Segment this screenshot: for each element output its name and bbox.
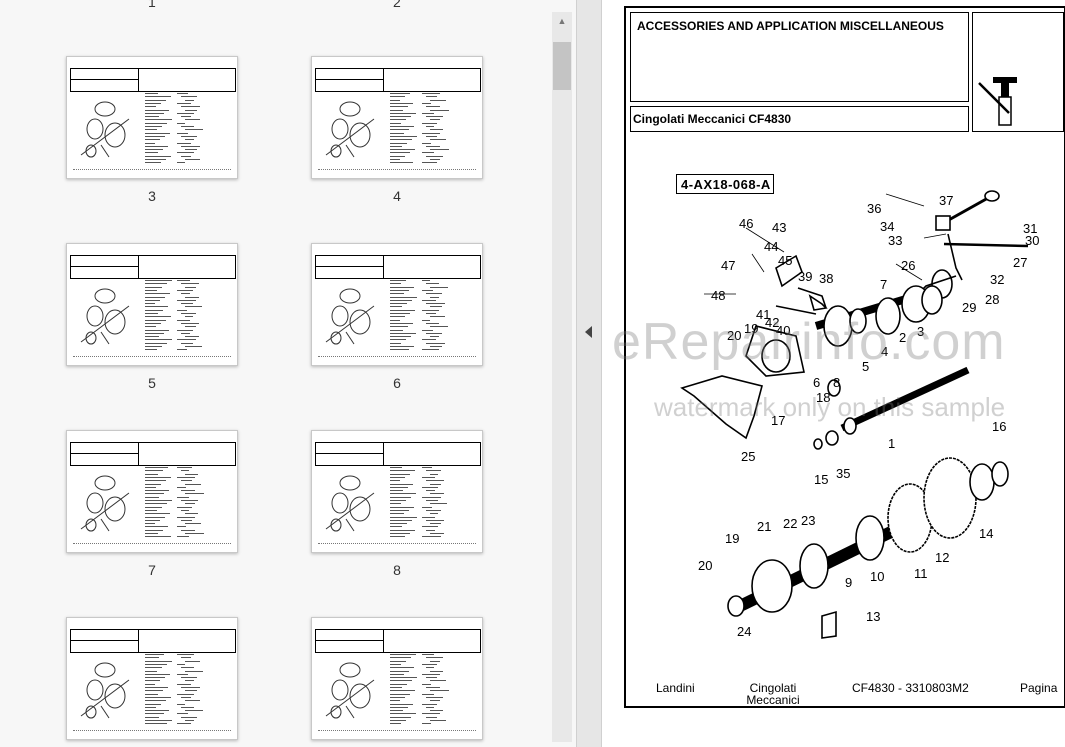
- partial-page-label-1: 1: [148, 0, 156, 10]
- page-thumbnail[interactable]: 7: [66, 430, 238, 578]
- callout-47: 47: [721, 258, 736, 273]
- callout-40: 40: [776, 323, 791, 338]
- thumbnail-image[interactable]: [66, 243, 238, 366]
- callout-39: 39: [798, 269, 813, 284]
- page-thumbnail[interactable]: 3: [66, 56, 238, 204]
- callout-16: 16: [992, 419, 1007, 434]
- callout-33: 33: [888, 233, 903, 248]
- shift-lever-icon: [978, 77, 1017, 126]
- footer-category-line2: Meccanici: [746, 693, 800, 707]
- document-page: ACCESSORIES AND APPLICATION MISCELLANEOU…: [624, 6, 1065, 708]
- footer-category-line1: Cingolati: [749, 681, 797, 695]
- thumbnail-image[interactable]: [311, 430, 483, 553]
- callout-36: 36: [867, 201, 882, 216]
- callout-38: 38: [819, 271, 834, 286]
- callout-5: 5: [862, 359, 870, 374]
- thumbnail-image[interactable]: [311, 243, 483, 366]
- callout-29: 29: [962, 300, 977, 315]
- thumbnail-pane: 1 2 3 4 5 6 7 8 9 10 ▲: [66, 0, 572, 747]
- subtitle: Cingolati Meccanici CF4830: [633, 112, 792, 126]
- callout-18: 18: [816, 390, 831, 405]
- callout-8: 8: [833, 375, 841, 390]
- callout-44: 44: [764, 239, 779, 254]
- footer-brand: Landini: [656, 681, 695, 695]
- callout-28: 28: [985, 292, 1000, 307]
- header-title: ACCESSORIES AND APPLICATION MISCELLANEOU…: [637, 19, 944, 33]
- callout-24: 24: [737, 624, 752, 639]
- callout-23: 23: [801, 513, 816, 528]
- callout-7: 7: [880, 277, 888, 292]
- partial-page-label-2: 2: [393, 0, 401, 10]
- header-title-box: ACCESSORIES AND APPLICATION MISCELLANEOU…: [630, 12, 969, 102]
- thumbnail-image[interactable]: [311, 56, 483, 179]
- callout-48: 48: [711, 288, 726, 303]
- callout-10: 10: [870, 569, 885, 584]
- callout-12: 12: [935, 550, 950, 565]
- category-icon-box: [972, 12, 1064, 132]
- thumbnail-image[interactable]: [66, 430, 238, 553]
- document-view: ACCESSORIES AND APPLICATION MISCELLANEOU…: [602, 0, 1065, 747]
- collapse-left-arrow-icon[interactable]: [585, 326, 592, 338]
- callout-22: 22: [783, 516, 798, 531]
- callout-19b: 19: [725, 531, 740, 546]
- callout-19: 19: [744, 321, 759, 336]
- callout-42: 42: [765, 315, 780, 330]
- thumbnail-page-number: 7: [148, 562, 156, 578]
- callout-6: 6: [813, 375, 821, 390]
- callout-32: 32: [990, 272, 1005, 287]
- watermark-subtext: watermark only on this sample: [654, 392, 1006, 422]
- footer-page-label: Pagina: [1020, 681, 1058, 695]
- callout-41: 41: [756, 307, 771, 322]
- callout-2: 2: [899, 330, 907, 345]
- callout-43: 43: [772, 220, 787, 235]
- scrollbar-thumb[interactable]: [553, 42, 571, 90]
- callout-3: 3: [917, 324, 925, 339]
- callout-20: 20: [727, 328, 742, 343]
- diagram-reference-box: 4-AX18-068-A: [676, 174, 774, 194]
- thumbnail-image[interactable]: [311, 617, 483, 740]
- callout-13: 13: [866, 609, 881, 624]
- callout-21: 21: [757, 519, 772, 534]
- callout-46: 46: [739, 216, 754, 231]
- footer-model: CF4830 - 3310803M2: [852, 681, 969, 695]
- thumbnail-page-number: 8: [393, 562, 401, 578]
- page-thumbnail[interactable]: 9: [66, 617, 238, 747]
- subtitle-box: Cingolati Meccanici CF4830: [630, 106, 969, 132]
- page-thumbnail[interactable]: 4: [311, 56, 483, 204]
- watermark: eRepairinfo.com: [612, 313, 1006, 371]
- thumbnail-scrollbar[interactable]: ▲: [552, 12, 572, 742]
- callout-4: 4: [881, 344, 889, 359]
- callout-37: 37: [939, 193, 954, 208]
- thumbnail-image[interactable]: [66, 617, 238, 740]
- callout-25: 25: [741, 449, 756, 464]
- thumbnail-page-number: 4: [393, 188, 401, 204]
- pane-splitter[interactable]: [576, 0, 602, 747]
- callout-14: 14: [979, 526, 994, 541]
- exploded-parts-drawing: [680, 190, 1029, 639]
- page-thumbnail[interactable]: 5: [66, 243, 238, 391]
- thumbnail-page-number: 5: [148, 375, 156, 391]
- callout-30: 30: [1025, 233, 1040, 248]
- thumbnail-page-number: 3: [148, 188, 156, 204]
- callout-15: 15: [814, 472, 829, 487]
- callout-45: 45: [778, 253, 793, 268]
- thumbnail-page-number: 6: [393, 375, 401, 391]
- callout-35: 35: [836, 466, 851, 481]
- page-thumbnail[interactable]: 8: [311, 430, 483, 578]
- callout-17: 17: [771, 413, 786, 428]
- callout-20b: 20: [698, 558, 713, 573]
- callout-11: 11: [914, 566, 928, 581]
- diagram-reference: 4-AX18-068-A: [681, 177, 771, 192]
- callout-31: 31: [1023, 221, 1038, 236]
- callout-1: 1: [888, 436, 896, 451]
- thumbnail-image[interactable]: [66, 56, 238, 179]
- callout-9: 9: [845, 575, 853, 590]
- scroll-up-arrow-icon[interactable]: ▲: [557, 16, 567, 26]
- page-thumbnail[interactable]: 6: [311, 243, 483, 391]
- callout-26: 26: [901, 258, 916, 273]
- callout-34: 34: [880, 219, 895, 234]
- page-thumbnail[interactable]: 10: [311, 617, 483, 747]
- callout-27: 27: [1013, 255, 1028, 270]
